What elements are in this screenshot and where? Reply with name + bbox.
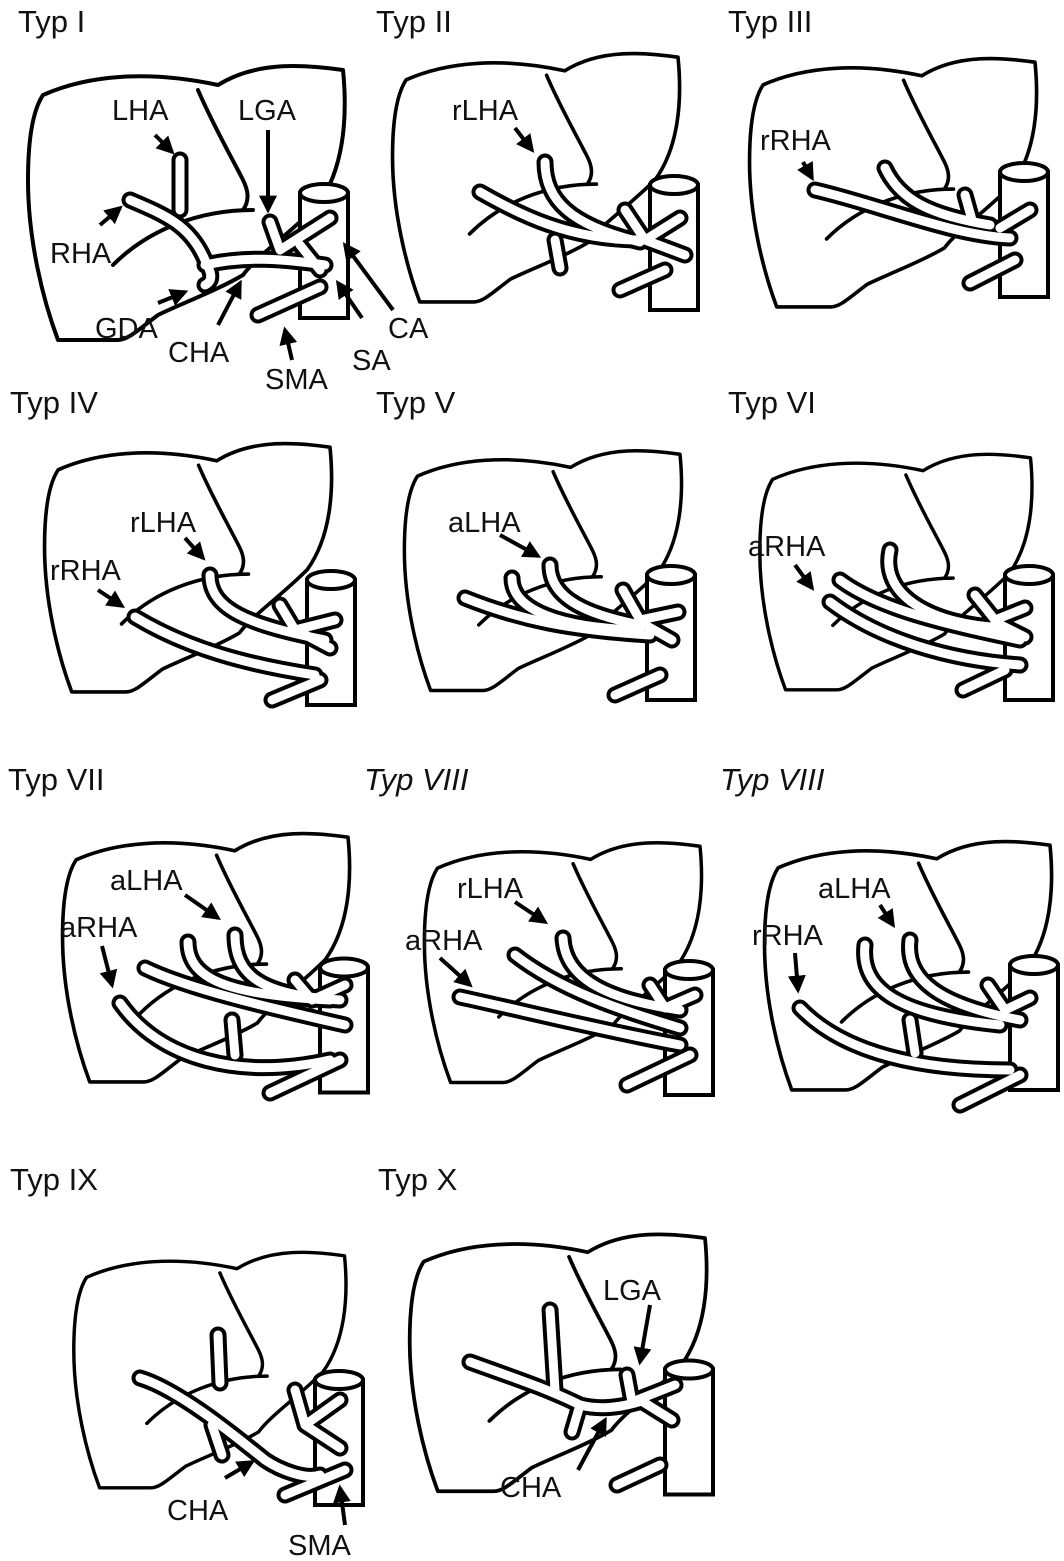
label-lha: LHA	[112, 95, 169, 127]
panel-typ-6: Typ VI aRHA	[728, 385, 1053, 700]
label-rha: RHA	[50, 238, 112, 270]
panel-typ-8b: Typ VIII aLHA rRHA	[720, 762, 1058, 1105]
label-rlha: rLHA	[457, 873, 524, 905]
label-alha: aLHA	[110, 865, 183, 897]
panel-title: Typ IV	[10, 385, 98, 420]
panel-typ-10: Typ X LGA CHA	[378, 1162, 713, 1504]
label-rrha: rRHA	[752, 920, 824, 952]
label-ca: CA	[388, 313, 429, 345]
label-lga: LGA	[238, 95, 297, 127]
label-sma: SMA	[265, 364, 329, 396]
label-alha: aLHA	[818, 873, 891, 905]
panel-title: Typ IX	[10, 1162, 98, 1197]
panel-title: Typ VII	[8, 762, 104, 797]
label-gda: GDA	[95, 313, 159, 345]
label-arha: aRHA	[405, 925, 483, 957]
label-rlha: rLHA	[452, 95, 519, 127]
label-arha: aRHA	[748, 531, 826, 563]
panel-typ-7: Typ VII aLHA aRHA	[8, 762, 368, 1093]
panel-title: Typ III	[728, 4, 812, 39]
label-rlha: rLHA	[130, 507, 197, 539]
panel-title: Typ I	[18, 4, 85, 39]
panel-typ-1: Typ I LHA LGA RHA GDA CHA SMA	[18, 4, 429, 396]
panel-title: Typ V	[376, 385, 456, 420]
label-cha: CHA	[168, 337, 230, 369]
panel-title[interactable]: Typ VIII	[364, 762, 469, 797]
label-rrha: rRHA	[50, 555, 122, 587]
label-lga: LGA	[603, 1275, 662, 1307]
label-sma: SMA	[288, 1530, 352, 1561]
label-rrha: rRHA	[760, 125, 832, 157]
panel-title: Typ II	[376, 4, 452, 39]
panel-title: Typ X	[378, 1162, 458, 1197]
label-alha: aLHA	[448, 507, 521, 539]
label-sa: SA	[352, 345, 391, 377]
label-cha: CHA	[167, 1495, 229, 1527]
panel-typ-2: Typ II rLHA	[376, 4, 698, 310]
panel-typ-5: Typ V aLHA	[376, 385, 695, 700]
label-cha: CHA	[500, 1472, 562, 1504]
label-arha: aRHA	[60, 912, 138, 944]
panel-typ-3: Typ III rRHA	[728, 4, 1048, 307]
panel-typ-4: Typ IV rLHA rRHA	[10, 385, 355, 705]
liver-outline	[74, 1252, 346, 1488]
panel-title: Typ VI	[728, 385, 816, 420]
panel-typ-8a: Typ VIII rLHA aRHA	[364, 762, 713, 1095]
panel-typ-9: Typ IX CHA SMA	[10, 1162, 363, 1561]
liver-outline	[393, 53, 680, 301]
panel-title: Typ VIII	[720, 762, 825, 797]
